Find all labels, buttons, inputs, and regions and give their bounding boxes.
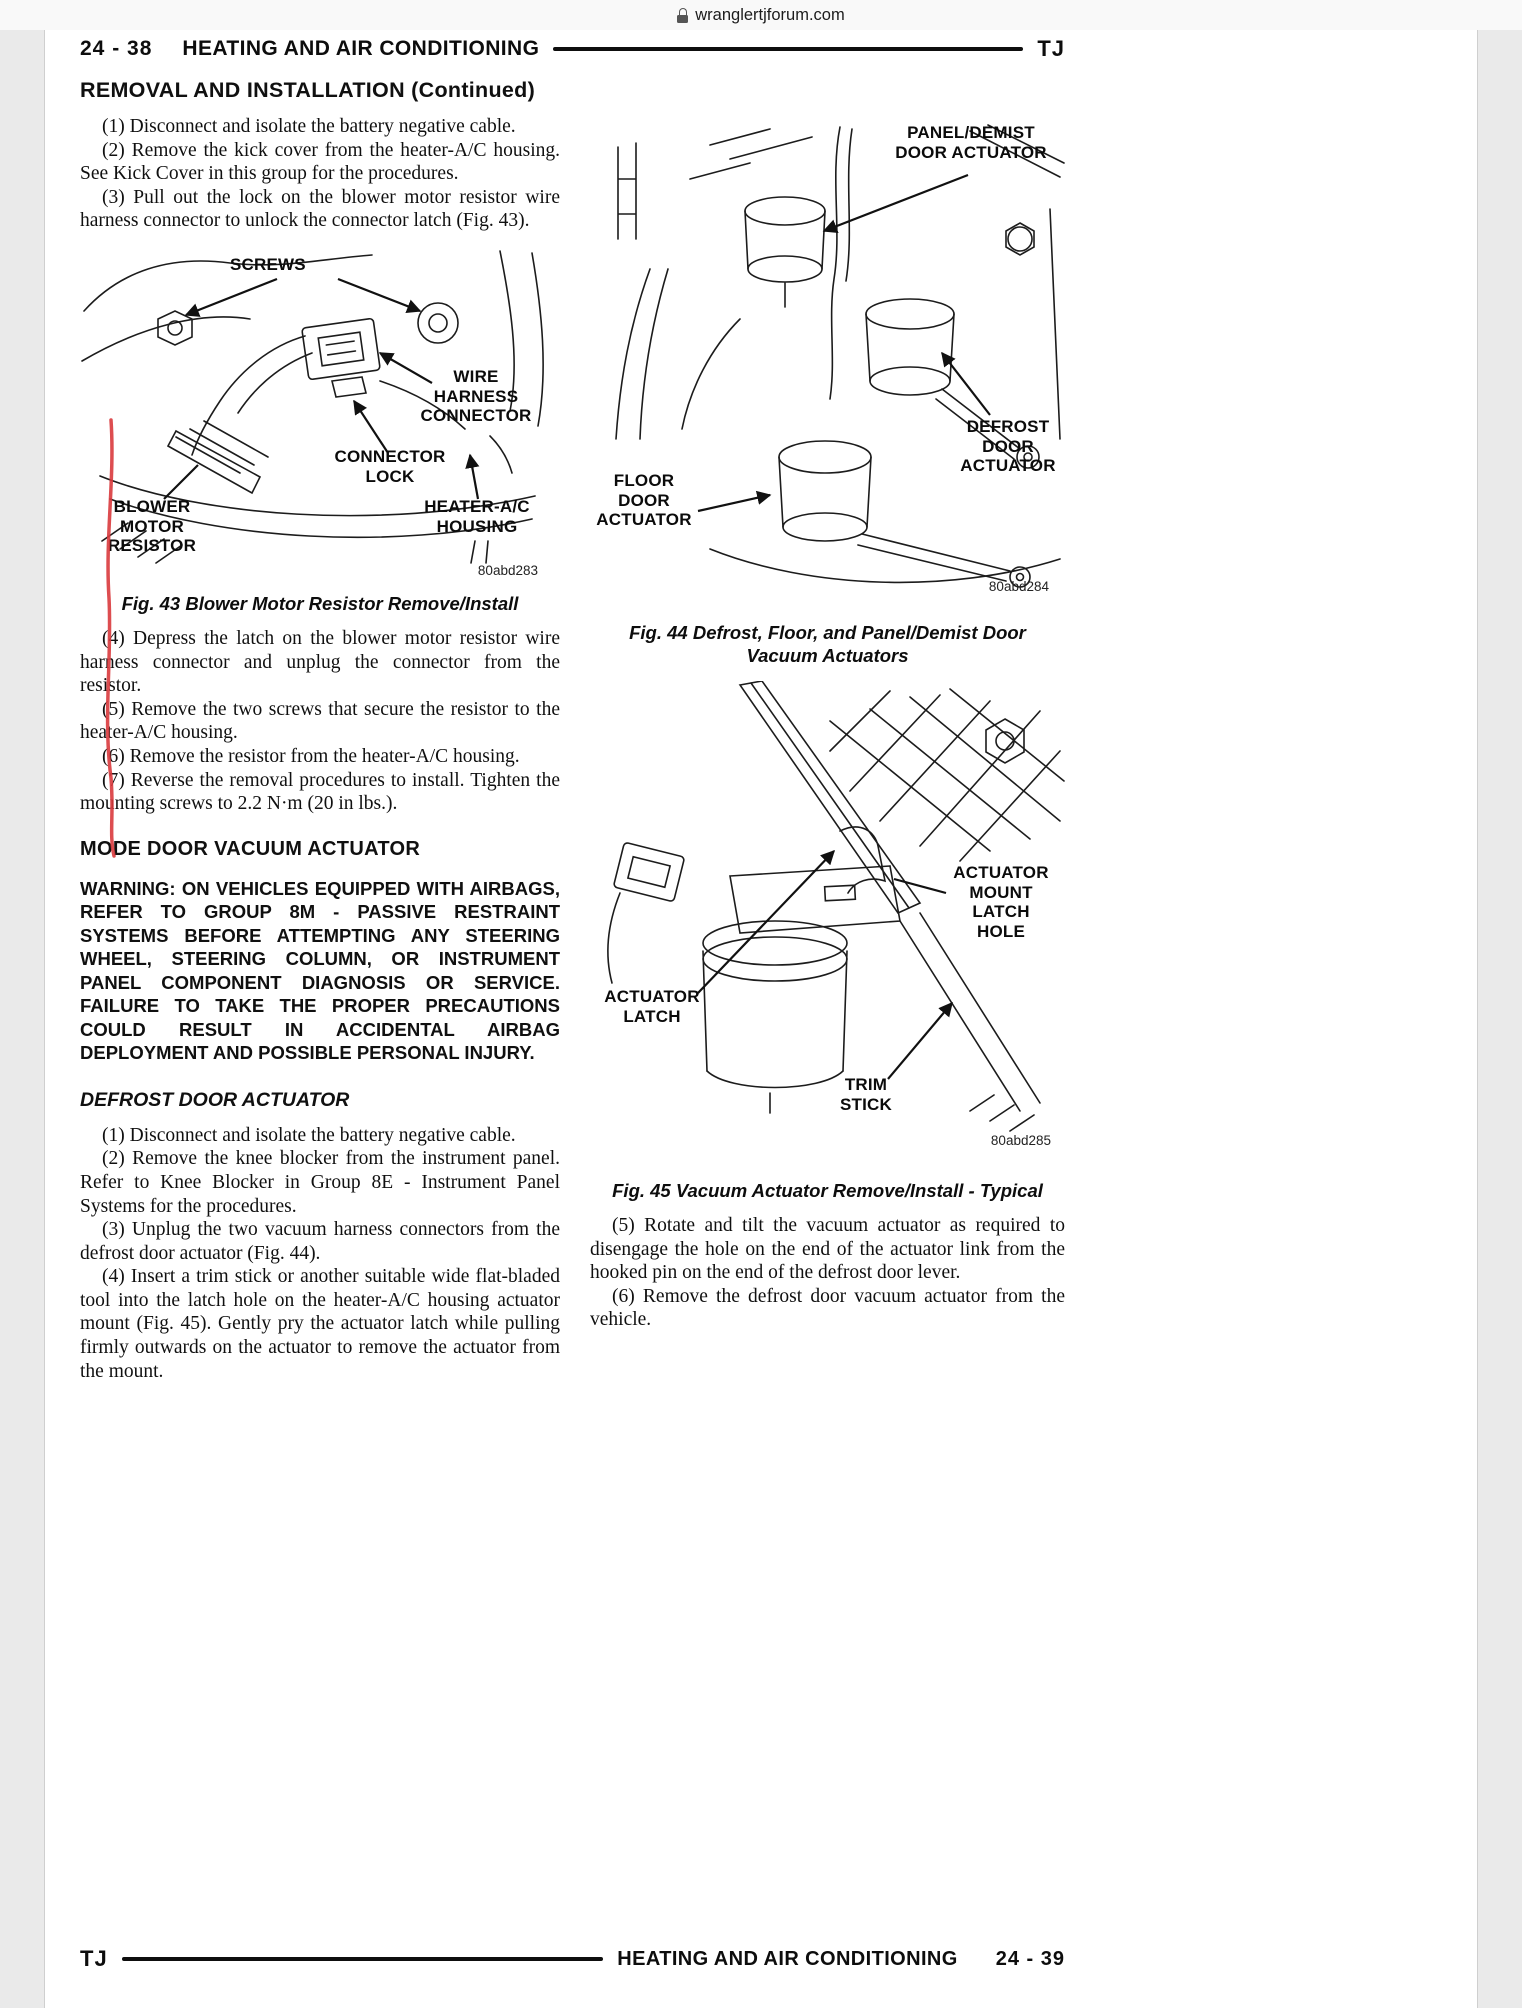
step-paragraph: (1) Disconnect and isolate the battery n… <box>102 1124 516 1146</box>
fig43-label-heater-ac-housing: HEATER-A/C HOUSING <box>424 496 530 536</box>
step-paragraph: (4) Insert a trim stick or another suita… <box>80 1266 560 1382</box>
manual-page: 24 - 38 HEATING AND AIR CONDITIONING TJ … <box>45 30 1477 2008</box>
fig45-label-actuator-latch: ACTUATOR LATCH <box>604 987 700 1026</box>
fig45-label-actuator-mount-latch-hole: ACTUATOR MOUNT LATCH HOLE <box>953 863 1049 941</box>
header-model-code: TJ <box>1037 36 1065 61</box>
fig43-label-blower-motor-resistor: BLOWER MOTOR RESISTOR <box>107 496 197 556</box>
step-paragraph: (2) Remove the kick cover from the heate… <box>80 139 560 185</box>
airbag-warning-text: WARNING: ON VEHICLES EQUIPPED WITH AIRBA… <box>80 877 560 1064</box>
fig44-caption: Fig. 44 Defrost, Floor, and Panel/Demist… <box>629 622 1026 666</box>
header-title: HEATING AND AIR CONDITIONING <box>182 37 540 60</box>
step-paragraph: (2) Remove the knee blocker from the ins… <box>80 1148 560 1217</box>
step-paragraph: (6) Remove the defrost door vacuum actua… <box>590 1285 1065 1331</box>
fig44-image-code: 80abd284 <box>988 579 1049 594</box>
header-page-number: 24 - 38 <box>80 37 153 60</box>
footer-model-code: TJ <box>80 1946 108 1971</box>
figure-43-line-art <box>81 250 544 564</box>
fig44-label-defrost-door-actuator: DEFROST DOOR ACTUATOR <box>960 417 1056 476</box>
page-margin-right <box>1477 30 1522 2008</box>
figure-45-vacuum-actuator-remove-install: ACTUATOR MOUNT LATCH HOLE ACTUATOR LATCH… <box>590 681 1065 1161</box>
step-paragraph: (4) Depress the latch on the blower moto… <box>80 627 560 697</box>
url-text[interactable]: wranglertjforum.com <box>695 5 845 24</box>
fig43-image-code: 80abd283 <box>477 562 538 578</box>
defrost-door-actuator-heading: DEFROST DOOR ACTUATOR <box>80 1088 350 1111</box>
fig43-label-screws: SCREWS <box>230 254 306 274</box>
fig43-caption: Fig. 43 Blower Motor Resistor Remove/Ins… <box>121 592 519 614</box>
section-title: REMOVAL AND INSTALLATION (Continued) <box>80 78 536 102</box>
running-header: 24 - 38 HEATING AND AIR CONDITIONING TJ <box>80 36 1065 62</box>
header-rule <box>553 47 1024 51</box>
mode-door-vacuum-actuator-heading: MODE DOOR VACUUM ACTUATOR <box>80 837 421 860</box>
running-footer: TJ HEATING AND AIR CONDITIONING 24 - 39 <box>80 1946 1065 1972</box>
step-paragraph: (6) Remove the resistor from the heater-… <box>102 745 520 767</box>
figure-44-line-art <box>615 124 1065 588</box>
figure-45-line-art <box>607 681 1065 1132</box>
fig45-caption: Fig. 45 Vacuum Actuator Remove/Install -… <box>612 1180 1043 1201</box>
fig45-label-trim-stick: TRIM STICK <box>840 1075 892 1114</box>
step-paragraph: (3) Unplug the two vacuum harness connec… <box>80 1219 560 1264</box>
footer-title: HEATING AND AIR CONDITIONING <box>617 1947 958 1970</box>
fig44-label-panel-demist-door-actuator: PANEL/DEMIST DOOR ACTUATOR <box>895 123 1047 162</box>
footer-page-number: 24 - 39 <box>995 1947 1065 1970</box>
figure-43-blower-motor-resistor: SCREWS WIRE HARNESS CONNECTOR CONNECTOR … <box>80 241 560 586</box>
fig43-label-wire-harness-connector: WIRE HARNESS CONNECTOR <box>420 366 532 426</box>
document-viewport: 24 - 38 HEATING AND AIR CONDITIONING TJ … <box>0 30 1522 2008</box>
right-column: PANEL/DEMIST DOOR ACTUATOR DEFROST DOOR … <box>590 115 1065 1383</box>
page-margin-left <box>0 30 45 2008</box>
step-paragraph: (7) Reverse the removal procedures to in… <box>80 769 560 815</box>
step-paragraph: (5) Rotate and tilt the vacuum actuator … <box>590 1215 1065 1284</box>
step-paragraph: (5) Remove the two screws that secure th… <box>80 698 560 744</box>
left-column: (1) Disconnect and isolate the battery n… <box>80 115 560 1383</box>
fig44-label-floor-door-actuator: FLOOR DOOR ACTUATOR <box>596 471 692 530</box>
browser-address-bar[interactable]: wranglertjforum.com <box>0 0 1522 30</box>
figure-44-door-vacuum-actuators: PANEL/DEMIST DOOR ACTUATOR DEFROST DOOR … <box>590 119 1065 609</box>
fig43-label-connector-lock: CONNECTOR LOCK <box>334 446 446 486</box>
lock-icon <box>677 7 689 23</box>
step-paragraph: (1) Disconnect and isolate the battery n… <box>102 116 516 137</box>
step-paragraph: (3) Pull out the lock on the blower moto… <box>80 186 560 232</box>
fig45-image-code: 80abd285 <box>990 1133 1051 1148</box>
footer-rule <box>121 1957 604 1961</box>
